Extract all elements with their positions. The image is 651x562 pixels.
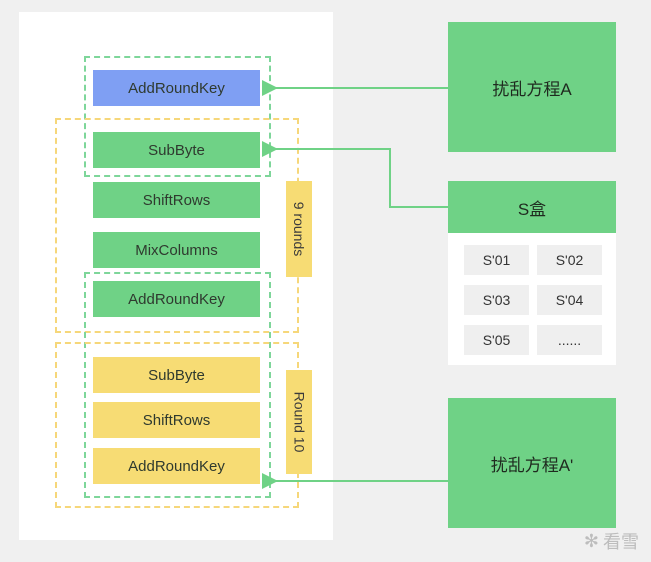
mixcolumns-step: MixColumns: [93, 232, 260, 268]
s-box-cell: ......: [537, 325, 602, 355]
addroundkey-step: AddRoundKey: [93, 281, 260, 317]
snowflake-icon: ✻: [583, 530, 599, 551]
s-box-cell: S'03: [464, 285, 529, 315]
addroundkey-group-outline: [84, 272, 271, 498]
subbyte-step: SubByte: [93, 132, 260, 168]
round-10-label: Round 10: [286, 370, 312, 474]
s-box-cell: S'04: [537, 285, 602, 315]
shiftrows-step: ShiftRows: [93, 182, 260, 218]
addroundkey-initial: AddRoundKey: [93, 70, 260, 106]
final-subbyte-step: SubByte: [93, 357, 260, 393]
watermark-text: 看雪: [603, 532, 639, 552]
s-box-header: S盒: [448, 181, 616, 233]
arrow-to-subbyte: [262, 141, 448, 208]
scramble-equation-a-prime: 扰乱方程A': [448, 398, 616, 528]
s-box-cell: S'02: [537, 245, 602, 275]
final-addroundkey-step: AddRoundKey: [93, 448, 260, 484]
nine-rounds-label: 9 rounds: [286, 181, 312, 277]
initial-group-outline: [84, 56, 271, 177]
s-box-cell: S'01: [464, 245, 529, 275]
scramble-equation-a: 扰乱方程A: [448, 22, 616, 152]
watermark: ✻ 看雪: [584, 528, 639, 554]
final-shiftrows-step: ShiftRows: [93, 402, 260, 438]
s-box-cell: S'05: [464, 325, 529, 355]
